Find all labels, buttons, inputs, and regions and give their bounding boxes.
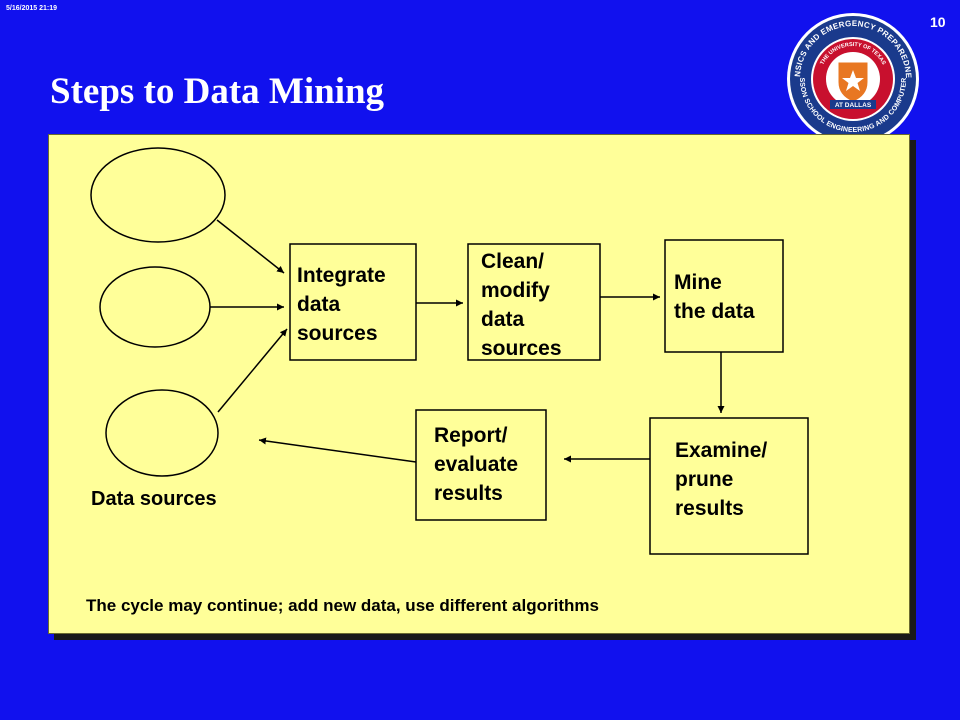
clean-box — [467, 243, 601, 361]
cycle-note: The cycle may continue; add new data, us… — [86, 596, 599, 615]
mine-box — [664, 239, 784, 353]
integrate-box — [289, 243, 417, 361]
mine-label: Mine the data — [674, 271, 755, 323]
clean-label: Clean/ modify data sources — [481, 250, 562, 360]
page-title: Steps to Data Mining — [50, 71, 385, 112]
university-seal-logo: AT DALLAS DIGITAL FORENSICS AND EMERGENC… — [786, 12, 919, 145]
seal-banner-text: AT DALLAS — [835, 102, 872, 109]
examine-box — [649, 417, 809, 555]
report-label: Report/ evaluate results — [434, 424, 519, 505]
data-sources-label: Data sources — [91, 488, 217, 510]
data-source-ellipse-1 — [90, 147, 226, 243]
data-source-ellipse-3 — [105, 389, 219, 477]
arrow-report-to-sources — [258, 437, 417, 463]
arrow-source3-to-integrate — [217, 328, 288, 413]
arrow-source1-to-integrate — [216, 219, 285, 274]
integrate-label: Integrate data sources — [297, 264, 386, 345]
timestamp: 5/16/2015 21:19 — [6, 5, 57, 12]
page-number: 10 — [930, 14, 946, 30]
report-box — [415, 409, 547, 521]
examine-label: Examine/ prune results — [675, 439, 768, 520]
data-source-ellipse-2 — [99, 266, 211, 348]
diagram-panel — [48, 134, 910, 634]
